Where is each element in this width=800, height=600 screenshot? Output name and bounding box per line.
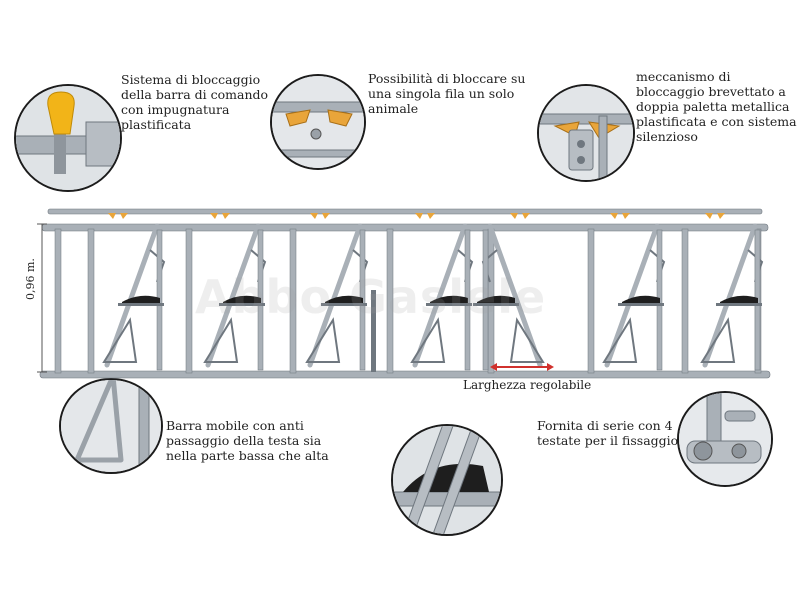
middle-post	[371, 290, 376, 372]
caption-single-row: Possibilità di bloccare su una singola f…	[368, 71, 526, 116]
paddle	[427, 213, 435, 219]
height-dimension-label: 0,96 m.	[24, 258, 37, 300]
pad-plate	[321, 303, 367, 306]
vertical-post	[87, 228, 95, 374]
detail-mechanism	[537, 84, 635, 182]
vertical-post	[54, 228, 62, 374]
pad-plate	[618, 303, 664, 306]
paddle	[120, 213, 128, 219]
black-pad	[477, 295, 515, 304]
pad-plate	[716, 303, 762, 306]
triangle-guard	[509, 317, 545, 363]
width-arrow-head-left	[490, 363, 497, 371]
bottom-rail	[39, 370, 771, 379]
black-pad	[325, 295, 363, 304]
paddle	[310, 213, 318, 219]
paddle	[610, 213, 618, 219]
paddle	[510, 213, 518, 219]
detail-locking-handle	[14, 84, 122, 192]
paddle	[705, 213, 713, 219]
detail-mobile-bar	[59, 378, 163, 474]
pad-plate	[426, 303, 472, 306]
paddle	[222, 213, 230, 219]
black-pad	[122, 295, 160, 304]
caption-mobile-bar: Barra mobile con anti passaggio della te…	[166, 418, 329, 463]
control-bar	[47, 208, 763, 215]
pad-plate	[219, 303, 265, 306]
detail-single-row	[270, 74, 366, 170]
adjustable-width-label: Larghezza regolabile	[463, 378, 592, 392]
caption-supplied: Fornita di serie con 4 testate per il fi…	[537, 418, 682, 448]
triangle-guard	[203, 317, 239, 363]
caption-locking-system: Sistema di bloccaggio della barra di com…	[121, 72, 269, 132]
paddle	[522, 213, 530, 219]
paddle	[717, 213, 725, 219]
vertical-post	[681, 228, 689, 374]
black-pad	[622, 295, 660, 304]
paddle	[622, 213, 630, 219]
caption-mechanism: meccanismo di bloccaggio brevettato a do…	[636, 69, 797, 144]
triangle-guard	[305, 317, 341, 363]
pad-plate	[118, 303, 164, 306]
triangle-guard	[102, 317, 138, 363]
vertical-post	[587, 228, 595, 374]
width-arrow-head-right	[547, 363, 554, 371]
detail-fixing-head	[677, 391, 773, 487]
paddle	[210, 213, 218, 219]
triangle-guard	[410, 317, 446, 363]
detail-black-pad	[391, 424, 503, 536]
black-pad	[430, 295, 468, 304]
triangle-guard	[700, 317, 736, 363]
black-pad	[720, 295, 758, 304]
black-pad	[223, 295, 261, 304]
vertical-post	[386, 228, 394, 374]
pad-plate	[473, 303, 519, 306]
triangle-guard	[602, 317, 638, 363]
vertical-post	[185, 228, 193, 374]
paddle	[415, 213, 423, 219]
paddle	[322, 213, 330, 219]
paddle	[108, 213, 116, 219]
vertical-post	[289, 228, 297, 374]
